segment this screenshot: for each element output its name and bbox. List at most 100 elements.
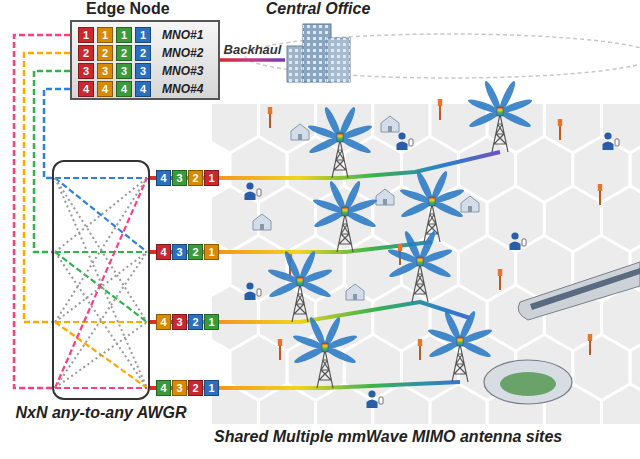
figure-part bbox=[278, 339, 282, 360]
figure-part bbox=[268, 107, 272, 128]
backhaul-link bbox=[220, 58, 285, 62]
awgr-path bbox=[55, 252, 147, 388]
slot-number: 3 bbox=[102, 64, 108, 78]
central-office: Central Office bbox=[285, 20, 351, 82]
wavelength-slot: 1 bbox=[204, 244, 219, 260]
slot-number: 4 bbox=[102, 82, 108, 96]
slot-number: 4 bbox=[160, 171, 166, 185]
slot-number: 2 bbox=[102, 46, 108, 60]
wavelength-slot: 3 bbox=[172, 314, 187, 330]
wavelength-slot: 4 bbox=[156, 314, 171, 330]
wavelength-slot: 1 bbox=[116, 27, 132, 43]
slot-number: 3 bbox=[121, 64, 127, 78]
hex-cell bbox=[602, 104, 640, 153]
figure-part bbox=[484, 360, 572, 404]
slot-number: 4 bbox=[121, 82, 127, 96]
awgr-path bbox=[55, 178, 147, 252]
wavelength-slot: 2 bbox=[97, 45, 113, 61]
figure-part bbox=[588, 334, 592, 355]
figure-part bbox=[267, 250, 333, 322]
wavelength-slot: 2 bbox=[188, 380, 203, 396]
figure-part bbox=[292, 316, 358, 388]
figure-part bbox=[387, 230, 453, 302]
awgr-path bbox=[55, 177, 147, 179]
train bbox=[518, 262, 640, 320]
figure-part bbox=[253, 214, 271, 230]
wavelength-slot: 3 bbox=[116, 63, 132, 79]
wavelength-slot: 3 bbox=[78, 63, 94, 79]
awgr-path bbox=[55, 387, 147, 389]
awgr-path bbox=[55, 178, 147, 388]
figure-part bbox=[500, 372, 556, 396]
slot-number: 4 bbox=[160, 315, 166, 329]
wavelength-slot: 4 bbox=[156, 380, 171, 396]
wavelength-slot: 4 bbox=[116, 81, 132, 97]
terminals bbox=[245, 99, 620, 408]
slot-number: 2 bbox=[121, 46, 127, 60]
wavelength-slot: 4 bbox=[135, 81, 151, 97]
figure-part bbox=[245, 182, 262, 200]
region-caption: Shared Multiple mmWave MIMO antenna site… bbox=[212, 428, 564, 446]
wavelength-slot: 2 bbox=[188, 244, 203, 260]
slot-number: 2 bbox=[140, 46, 146, 60]
slot-number: 3 bbox=[176, 245, 182, 259]
wavelength-slot: 3 bbox=[97, 63, 113, 79]
wavelength-slot: 3 bbox=[172, 380, 187, 396]
link-label: Backhaul bbox=[224, 42, 282, 57]
slot-number: 3 bbox=[140, 64, 146, 78]
wavelength-slot: 4 bbox=[156, 244, 171, 260]
figure-part bbox=[438, 99, 442, 120]
figure-part bbox=[327, 38, 350, 82]
operator-label: MNO#3 bbox=[162, 63, 203, 79]
slot-number: 4 bbox=[83, 82, 89, 96]
figure-part bbox=[510, 232, 527, 250]
figure-part bbox=[397, 132, 414, 150]
awgr-path bbox=[55, 178, 147, 252]
slot-number: 2 bbox=[192, 381, 198, 395]
figure-part bbox=[381, 116, 399, 132]
awgr-path bbox=[55, 252, 147, 322]
fiber-link bbox=[44, 89, 70, 178]
wavelength-slot: 3 bbox=[172, 170, 187, 186]
figure-part bbox=[245, 282, 262, 300]
figure-part bbox=[427, 310, 493, 382]
figure-part bbox=[603, 132, 620, 150]
figure-part bbox=[461, 196, 479, 212]
slot-number: 1 bbox=[102, 28, 108, 42]
slot-number: 4 bbox=[140, 82, 146, 96]
figure-part bbox=[376, 189, 394, 205]
hex-cells bbox=[212, 104, 640, 424]
awgr-path bbox=[55, 252, 147, 388]
figure-part bbox=[312, 180, 378, 252]
figure-part bbox=[598, 184, 602, 205]
hex-cell bbox=[430, 384, 487, 424]
fiber-link bbox=[24, 53, 70, 322]
central-office-building bbox=[287, 24, 350, 82]
wavelength-slot: 3 bbox=[172, 244, 187, 260]
slot-number: 1 bbox=[208, 381, 214, 395]
awgr-path bbox=[55, 322, 147, 388]
figure-part bbox=[498, 269, 502, 290]
wavelength-slot: 2 bbox=[78, 45, 94, 61]
awgr-path bbox=[55, 322, 147, 388]
wavelength-slot: 4 bbox=[156, 170, 171, 186]
wavelength-slot: 4 bbox=[97, 81, 113, 97]
awgr-path bbox=[55, 251, 147, 253]
figure-part bbox=[518, 262, 640, 320]
figure-part bbox=[346, 284, 364, 300]
awgr-path bbox=[55, 252, 147, 322]
slot-number: 1 bbox=[83, 28, 89, 42]
slot-number: 2 bbox=[192, 245, 198, 259]
slot-number: 2 bbox=[192, 171, 198, 185]
node-title: Central Office bbox=[266, 0, 371, 18]
wavelength-slot: 1 bbox=[204, 170, 219, 186]
node-title: Edge Node bbox=[86, 0, 170, 18]
figure-part bbox=[418, 339, 422, 360]
wavelength-slot: 1 bbox=[135, 27, 151, 43]
wavelength-slot: 1 bbox=[204, 380, 219, 396]
slot-number: 3 bbox=[176, 171, 182, 185]
slot-number: 1 bbox=[208, 171, 214, 185]
slot-number: 1 bbox=[208, 245, 214, 259]
wavelength-slot: 1 bbox=[97, 27, 113, 43]
